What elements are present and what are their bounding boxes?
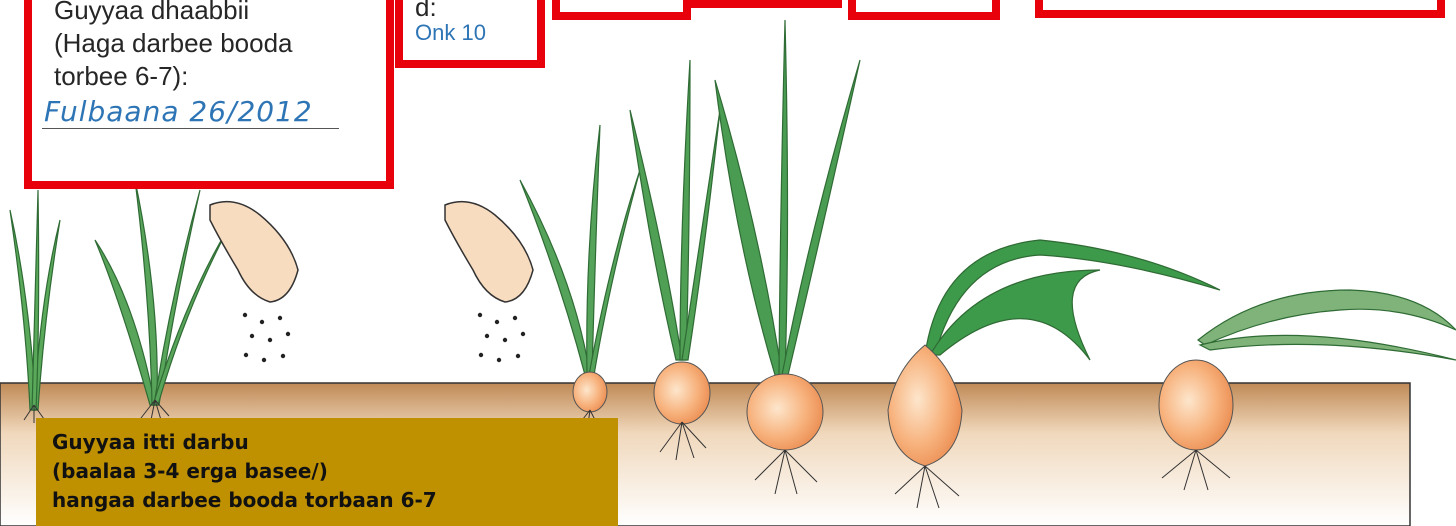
cropped-date-box-2	[690, 0, 842, 8]
stage-line-1: Guyyaa itti darbu	[52, 428, 618, 457]
onion-bulb-icon	[888, 345, 962, 466]
transplant-line-3: torbee 6-7):	[54, 60, 386, 93]
stage-line-2: (baalaa 3-4 erga basee/)	[52, 457, 618, 486]
onion-bulb-icon	[1159, 360, 1233, 450]
onk-date-value: Onk 10	[415, 20, 537, 46]
cropped-date-box-3	[848, 0, 1000, 20]
seedling-icon	[10, 190, 60, 410]
onion-bulb-icon	[747, 374, 823, 450]
stage-line-3: hangaa darbee booda torbaan 6-7	[52, 486, 618, 515]
onion-bulb-icon	[573, 372, 607, 412]
hand-sowing-icon	[210, 202, 298, 363]
hand-sowing-icon	[445, 202, 533, 363]
onk-partial-label: d:	[415, 0, 537, 20]
cropped-date-box-4	[1035, 0, 1445, 18]
transplant-line-1: Guyyaa dhaabbii	[54, 0, 386, 27]
onk-date-box: d: Onk 10	[395, 0, 545, 68]
transplant-stage-label: Guyyaa itti darbu (baalaa 3-4 erga basee…	[36, 418, 618, 526]
transplant-line-2: (Haga darbee booda	[54, 27, 386, 60]
onion-bulb-icon	[654, 362, 710, 424]
transplant-date: Fulbaana 26/2012	[42, 95, 339, 129]
cropped-date-box-1	[552, 0, 691, 20]
transplant-date-box: Guyyaa dhaabbii (Haga darbee booda torbe…	[24, 0, 394, 189]
